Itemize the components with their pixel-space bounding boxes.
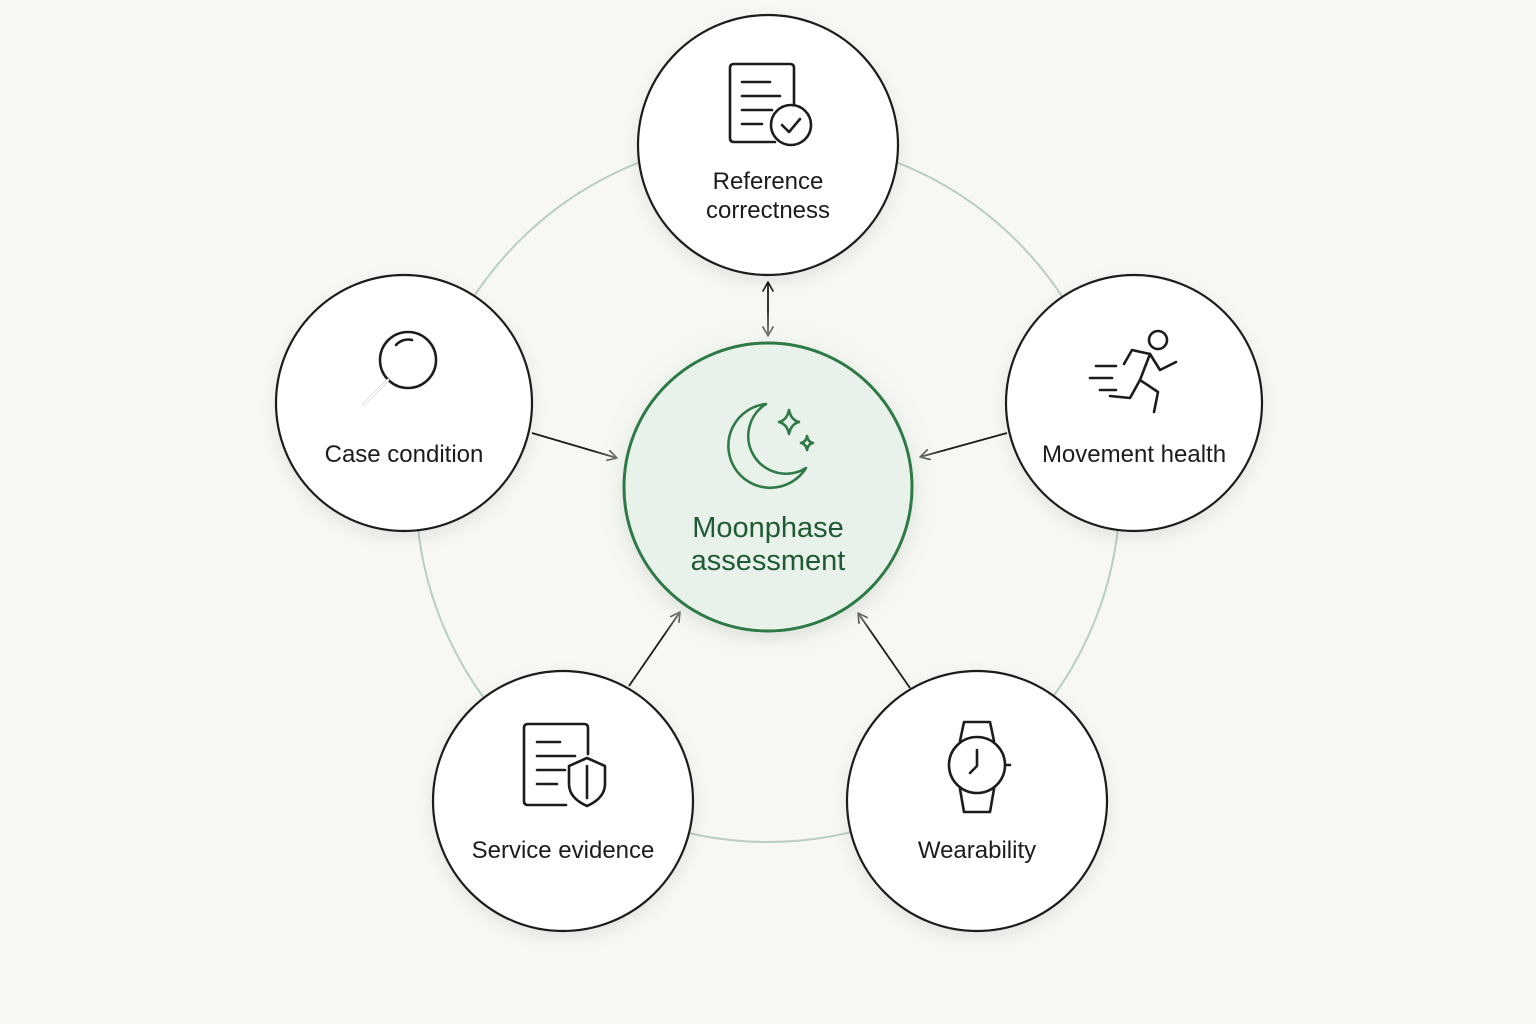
- node-service-evidence: Service evidence: [431, 669, 695, 933]
- running-person-icon: [1088, 329, 1178, 414]
- node-service-label: Service evidence: [472, 837, 655, 864]
- node-reference-label-line2: correctness: [706, 197, 830, 224]
- document-check-icon: [728, 62, 813, 147]
- node-reference-label-line1: Reference: [713, 168, 824, 195]
- node-reference-correctness: Reference correctness: [636, 13, 900, 277]
- node-wearability-label: Wearability: [918, 837, 1036, 864]
- center-label-line1: Moonphase: [692, 512, 844, 544]
- document-shield-icon: [522, 722, 607, 808]
- node-case-label: Case condition: [325, 441, 484, 468]
- node-movement-label: Movement health: [1042, 441, 1226, 468]
- node-movement-health: Movement health: [1004, 273, 1264, 533]
- wristwatch-icon: [947, 720, 1012, 814]
- node-case-condition: Case condition: [274, 273, 534, 533]
- moon-stars-icon: [727, 402, 815, 490]
- center-node: Moonphase assessment: [622, 341, 914, 633]
- magnifier-icon: [362, 330, 438, 406]
- center-label-line2: assessment: [691, 545, 846, 577]
- node-wearability: Wearability: [845, 669, 1109, 933]
